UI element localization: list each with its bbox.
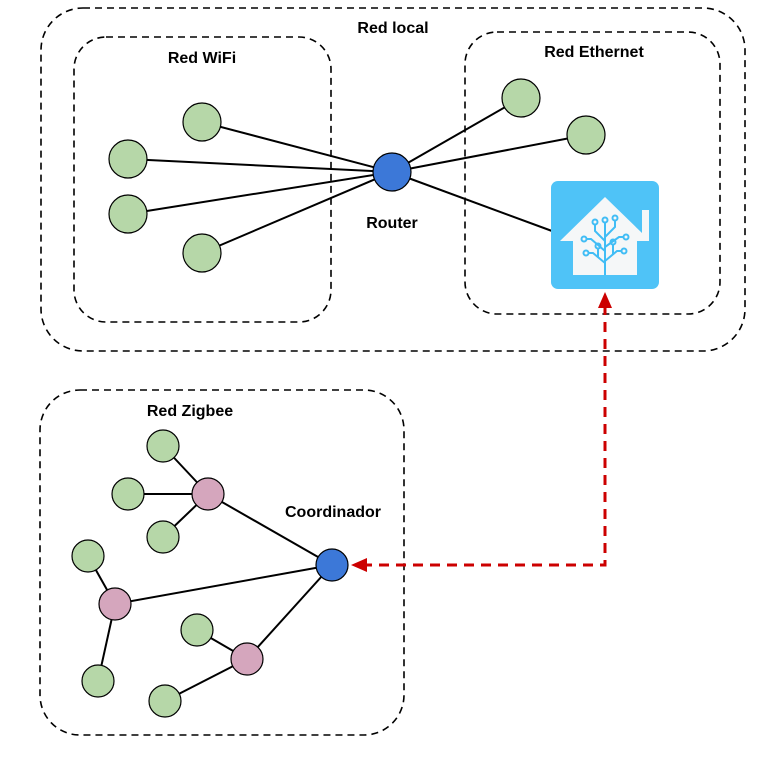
zigbee-end-device[interactable] xyxy=(111,477,145,511)
coordinator-label: Coordinador xyxy=(285,504,381,521)
group-red-ethernet xyxy=(464,31,721,315)
link-eth-2 xyxy=(391,134,587,173)
label-red-ethernet: Red Ethernet xyxy=(544,44,644,61)
label-red-zigbee: Red Zigbee xyxy=(147,403,233,420)
home-assistant-icon[interactable] xyxy=(551,181,659,289)
ethernet-devices xyxy=(501,78,606,155)
wifi-device[interactable] xyxy=(182,233,222,273)
wifi-devices xyxy=(108,102,222,273)
router-label: Router xyxy=(366,215,418,232)
wifi-device[interactable] xyxy=(108,139,148,179)
group-red-local xyxy=(40,7,746,352)
wifi-device[interactable] xyxy=(108,194,148,234)
link-eth-1 xyxy=(391,97,522,173)
zigbee-link xyxy=(207,493,333,566)
local-network-links xyxy=(127,97,587,254)
label-red-local: Red local xyxy=(357,20,428,37)
zigbee-router[interactable] xyxy=(191,477,225,511)
zigbee-link xyxy=(246,564,333,660)
group-red-wifi xyxy=(73,36,332,323)
zigbee-router[interactable] xyxy=(230,642,264,676)
zigbee-link xyxy=(114,564,333,605)
integration-link-line xyxy=(358,305,607,567)
zigbee-routers xyxy=(98,477,264,676)
zigbee-end-device[interactable] xyxy=(146,520,180,554)
zigbee-end-device[interactable] xyxy=(148,684,182,718)
integration-link xyxy=(351,292,612,572)
ethernet-device[interactable] xyxy=(501,78,541,118)
link-wifi-4 xyxy=(201,171,393,254)
label-red-wifi: Red WiFi xyxy=(168,50,236,67)
arrowhead-up-icon xyxy=(598,292,612,308)
wifi-device[interactable] xyxy=(182,102,222,142)
link-eth-ha xyxy=(391,171,553,232)
arrowhead-left-icon xyxy=(351,558,367,572)
group-red-zigbee xyxy=(39,389,405,736)
zigbee-end-device[interactable] xyxy=(81,664,115,698)
zigbee-router[interactable] xyxy=(98,587,132,621)
circuit-tree-icon xyxy=(580,214,630,275)
link-wifi-3 xyxy=(127,171,393,215)
zigbee-end-devices xyxy=(71,429,214,718)
link-wifi-2 xyxy=(127,158,393,173)
zigbee-end-device[interactable] xyxy=(71,539,105,573)
link-wifi-1 xyxy=(201,121,393,173)
router-node[interactable] xyxy=(372,152,412,192)
coordinator-node[interactable] xyxy=(315,548,349,582)
zigbee-end-device[interactable] xyxy=(146,429,180,463)
ethernet-device[interactable] xyxy=(566,115,606,155)
zigbee-end-device[interactable] xyxy=(180,613,214,647)
